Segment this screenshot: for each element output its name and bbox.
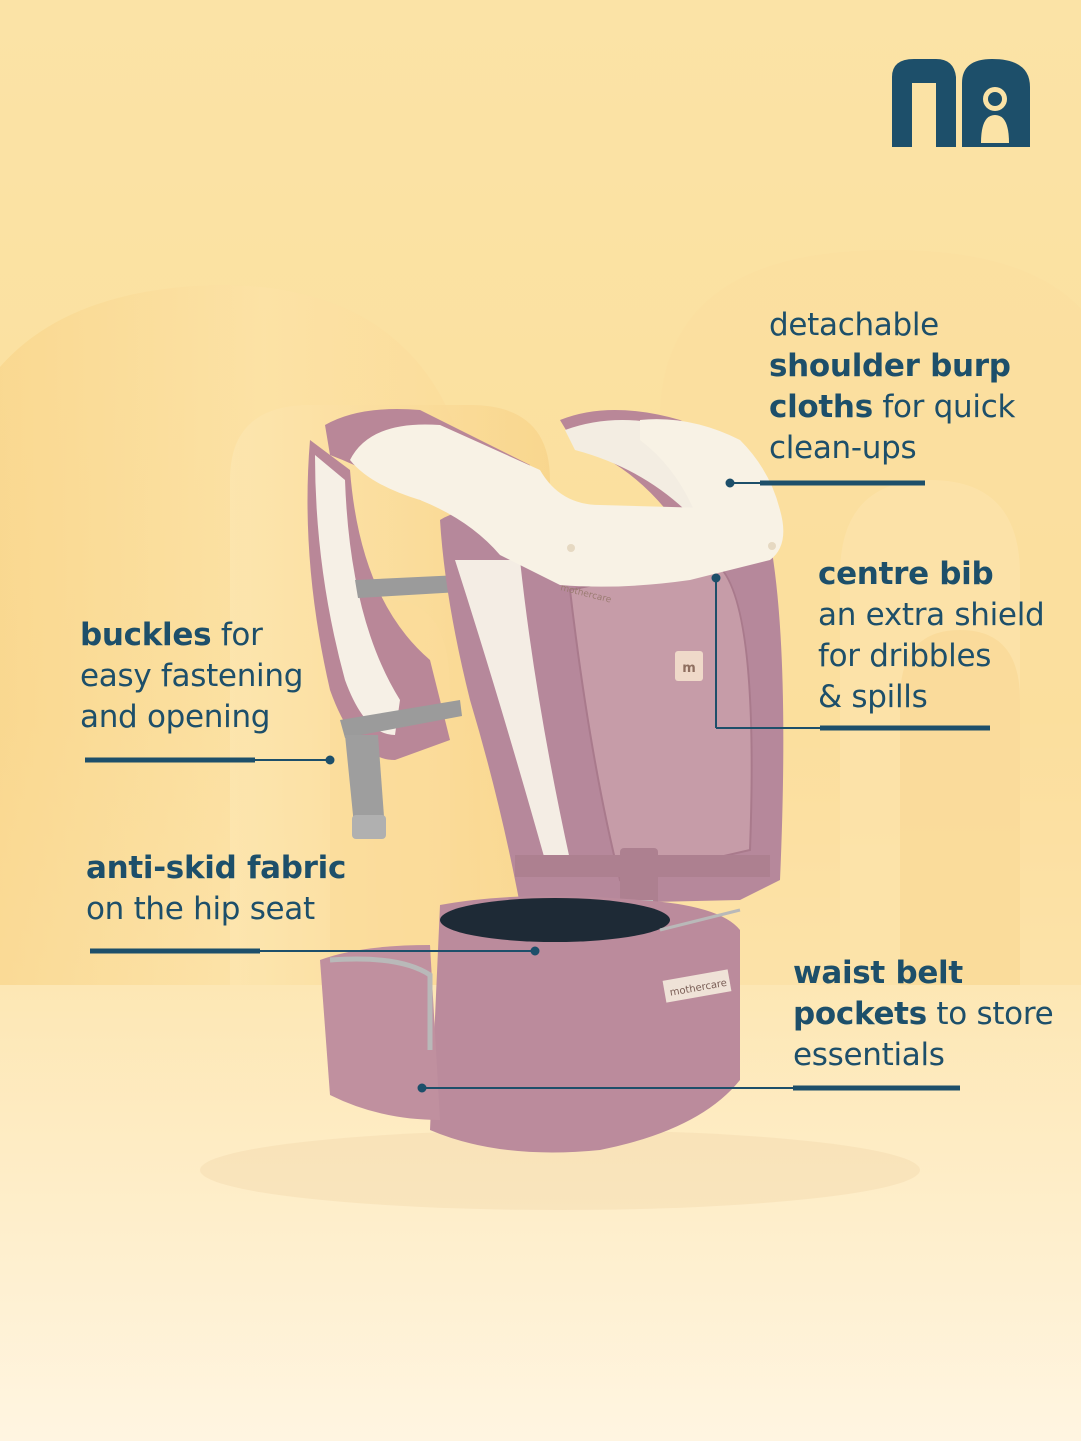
- callout-bib-line4: & spills: [818, 679, 928, 715]
- callout-belt-line2-bold: pockets: [793, 996, 927, 1032]
- carrier-logo-patch: [675, 651, 703, 681]
- callout-burp-line3-bold: cloths: [769, 389, 873, 425]
- callout-burp-line3-rest: for quick: [872, 389, 1016, 425]
- svg-text:m: m: [682, 661, 696, 676]
- callout-bib-line2: an extra shield: [818, 597, 1045, 633]
- callout-centre-bib: centre bib an extra shield for dribbles …: [818, 554, 1045, 718]
- callout-skid-line2: on the hip seat: [86, 891, 315, 927]
- callout-bib-line3: for dribbles: [818, 638, 992, 674]
- waist-pocket: [320, 945, 440, 1120]
- callout-bib-line1: centre bib: [818, 556, 994, 592]
- callout-buckles-line2: easy fastening: [80, 658, 304, 694]
- callout-buckles-line1-bold: buckles: [80, 617, 212, 653]
- callout-burp-line1: detachable: [769, 307, 939, 343]
- callout-anti-skid: anti-skid fabric on the hip seat: [86, 848, 346, 930]
- callout-belt-line3: essentials: [793, 1037, 945, 1073]
- burp-cloth: [350, 424, 784, 587]
- callout-burp-line2: shoulder burp: [769, 348, 1011, 384]
- callout-belt-line1: waist belt: [793, 955, 963, 991]
- callout-burp-line4: clean-ups: [769, 430, 917, 466]
- hip-label: [662, 969, 732, 1003]
- callout-buckles-line3: and opening: [80, 699, 271, 735]
- callout-burp-cloths: detachable shoulder burp cloths for quic…: [769, 305, 1015, 469]
- buckle-strap: [345, 735, 385, 835]
- callout-skid-line1: anti-skid fabric: [86, 850, 347, 886]
- callout-buckles: buckles for easy fastening and opening: [80, 615, 303, 738]
- callout-buckles-line1-rest: for: [211, 617, 263, 653]
- buckle: [352, 815, 386, 839]
- callout-belt-line2-rest: to store: [926, 996, 1054, 1032]
- callout-waist-belt: waist belt pockets to store essentials: [793, 953, 1054, 1076]
- mesh-panel: [570, 560, 752, 880]
- mothercare-logo-icon: [892, 59, 1030, 147]
